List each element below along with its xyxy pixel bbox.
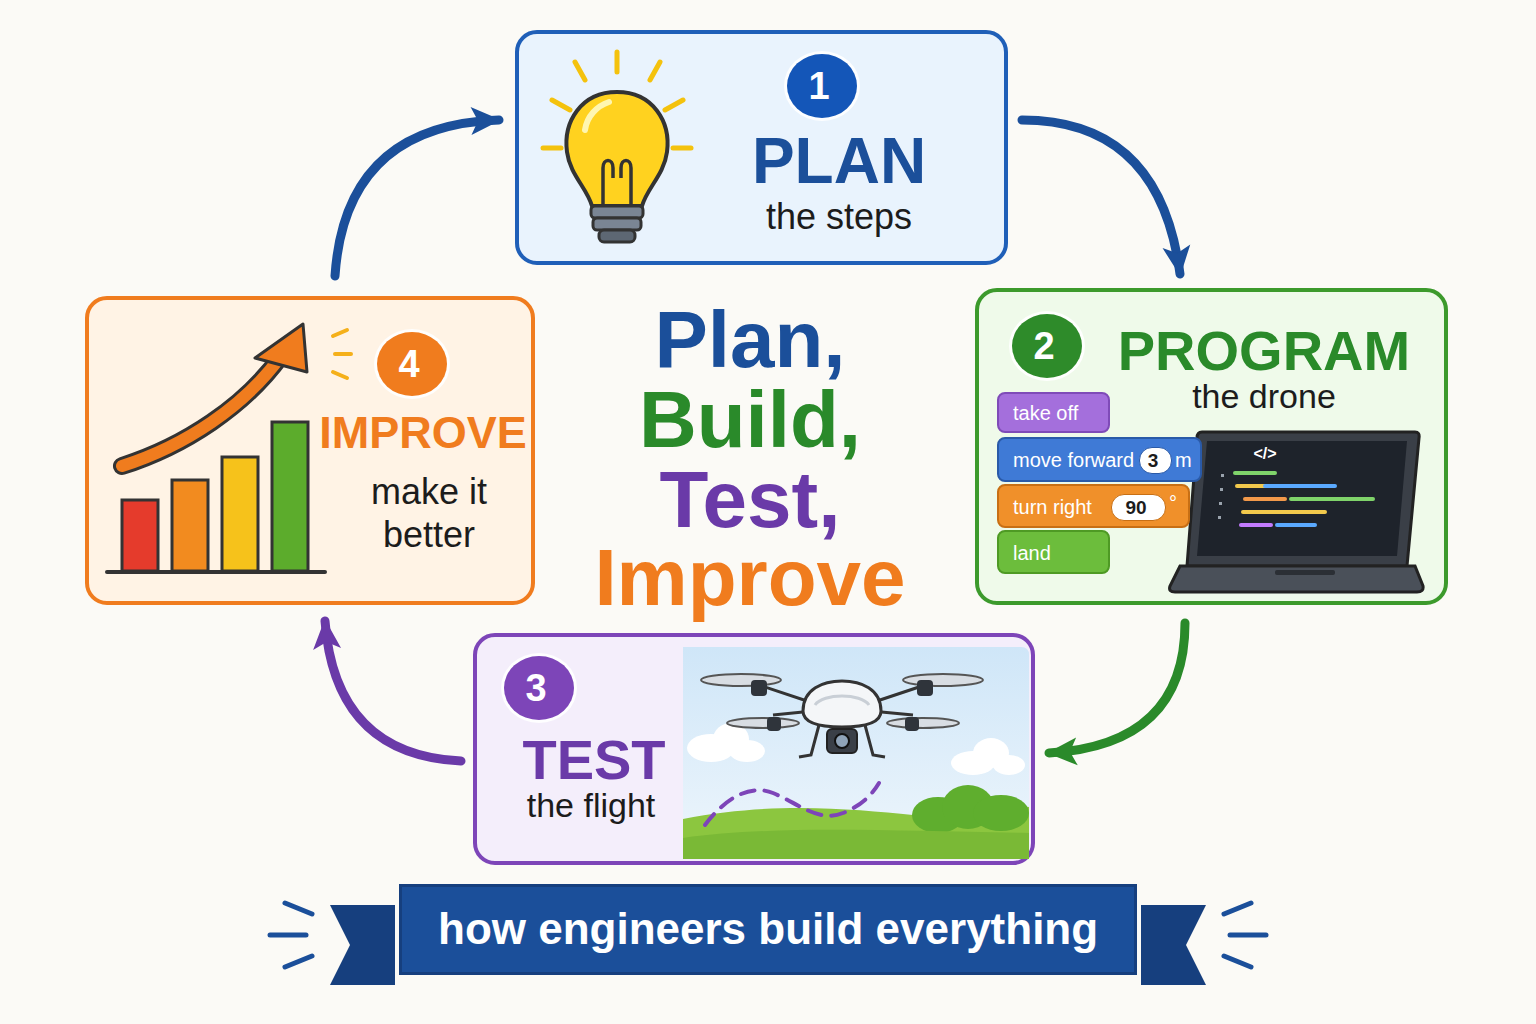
- code-block: land: [997, 530, 1110, 574]
- improve-step-box: IMPROVE make it better 4: [85, 296, 535, 605]
- code-symbol: </>: [1240, 446, 1290, 462]
- step-number-badge: 2: [1012, 314, 1082, 378]
- code-text: take off: [1013, 402, 1078, 424]
- step-subtitle: make it better: [339, 470, 519, 556]
- center-title-word: Plan,: [540, 300, 960, 380]
- ribbon-tail: [330, 905, 395, 985]
- value-pill: 90: [1111, 494, 1166, 521]
- code-block: move forward m3: [997, 437, 1202, 482]
- step-number: 2: [1012, 314, 1076, 378]
- plan-step-box: PLANthe steps 1: [515, 30, 1008, 265]
- code-text: °: [1169, 492, 1177, 514]
- value-text: 3: [1140, 448, 1166, 473]
- step-number-badge: 3: [504, 656, 574, 720]
- code-block: turn right ° 90: [997, 484, 1190, 528]
- code-text: move forward: [1013, 449, 1134, 471]
- step-subtitle: the drone: [1134, 378, 1394, 415]
- step-subtitle: the flight: [481, 787, 701, 824]
- step-number: 4: [377, 332, 441, 396]
- ribbon-tail: [1141, 905, 1206, 985]
- step-number-badge: 1: [787, 54, 857, 118]
- cycle-arrow: [325, 621, 461, 761]
- value-text: 90: [1112, 495, 1160, 520]
- cycle-arrow: [1022, 120, 1180, 274]
- step-title: IMPROVE: [317, 408, 529, 458]
- caption-banner: how engineers build everything: [399, 884, 1137, 975]
- step-title: PROGRAM: [1094, 320, 1434, 382]
- test-step-box: TESTthe flight 3: [473, 633, 1035, 865]
- step-subtitle: the steps: [689, 197, 989, 237]
- step-number-badge: 4: [377, 332, 447, 396]
- program-step-box: PROGRAMthe drone 2 take off move forward m3 t…: [975, 288, 1448, 605]
- code-text: land: [1013, 542, 1051, 564]
- step-number: 1: [787, 54, 851, 118]
- value-pill: 3: [1139, 447, 1172, 474]
- center-title-word: Test,: [540, 460, 960, 540]
- step-title: TEST: [489, 729, 699, 791]
- code-text: turn right: [1013, 496, 1092, 518]
- center-title-word: Build,: [540, 380, 960, 460]
- center-title-word: Improve: [540, 538, 960, 618]
- code-text: m: [1175, 449, 1192, 471]
- cycle-arrow: [335, 120, 499, 276]
- lightbulb-icon: [515, 30, 735, 265]
- step-title: PLAN: [709, 126, 969, 196]
- cycle-arrow: [1049, 623, 1185, 753]
- code-block: take off: [997, 392, 1110, 433]
- step-number: 3: [504, 656, 568, 720]
